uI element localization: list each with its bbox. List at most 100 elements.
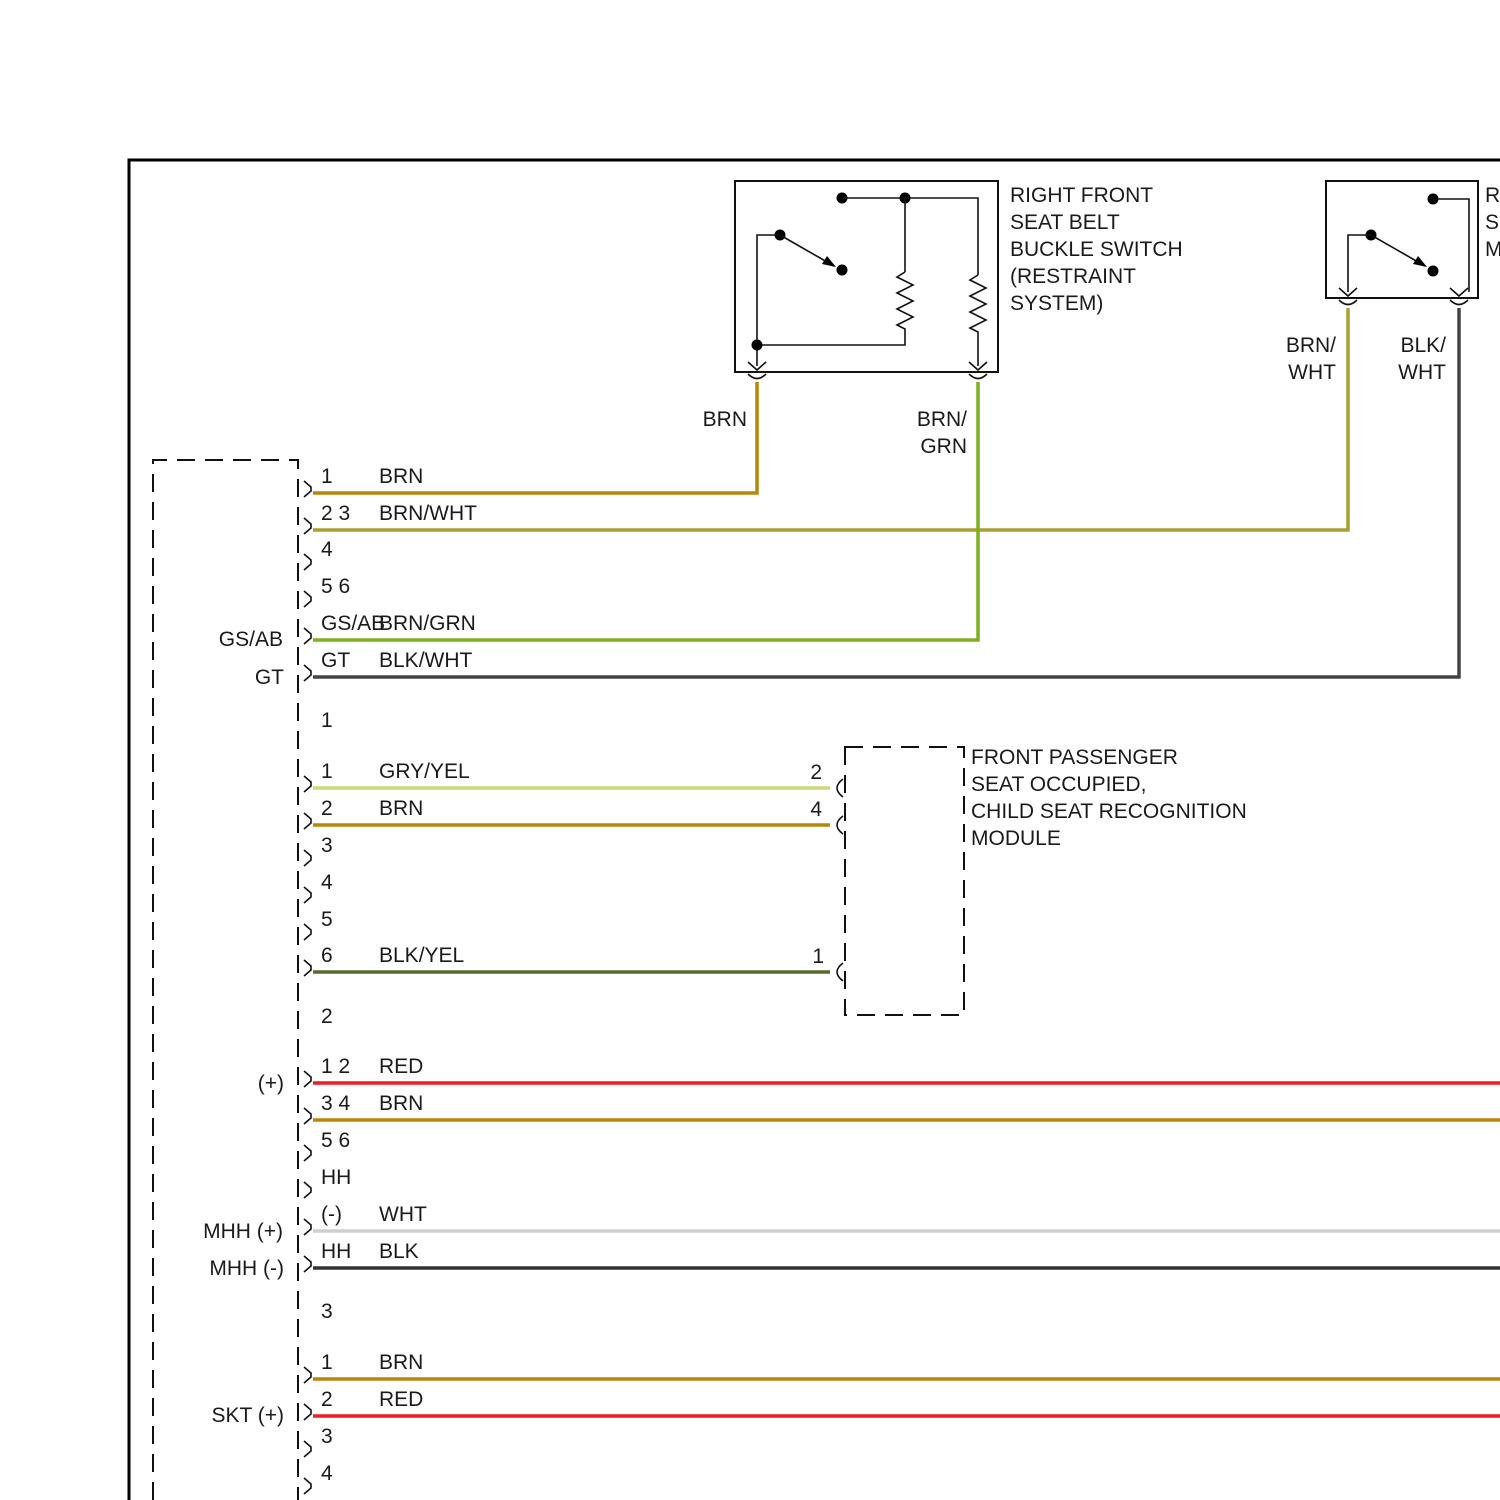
switch-bus: [842, 198, 978, 275]
terminal-cup-icon: [748, 374, 766, 379]
connector-side-labels: GS/AB GT (+) MHH (+) MHH (-) SKT (+): [203, 628, 284, 1427]
pin-label: HH: [321, 1166, 351, 1189]
connector-chevron-icon: [304, 887, 311, 903]
occupant-module-label-4: MODULE: [971, 827, 1061, 850]
connector-chevron-icon: [304, 776, 311, 792]
buckle-switch-label-4: (RESTRAINT: [1010, 265, 1136, 288]
wire-color-label: BLK: [379, 1240, 419, 1263]
pin-label: GS/AB: [321, 612, 385, 635]
connector-chevron-icon: [304, 1256, 311, 1272]
connector-chevron-icon: [304, 1404, 311, 1420]
connector-chevron-icon: [304, 1219, 311, 1235]
terminal-cup-icon: [969, 374, 987, 379]
terminal-cup-icon: [1450, 300, 1468, 305]
connector-chevron-icon: [304, 850, 311, 866]
wire-color-label: BRN: [379, 1092, 423, 1115]
occupant-module-label-3: CHILD SEAT RECOGNITION: [971, 800, 1247, 823]
switch-arrow-icon: [1413, 256, 1427, 267]
right-wire-blk-wht-label-1: BLK/: [1400, 334, 1446, 357]
connector-chevron-icon: [304, 554, 311, 570]
wire-color-label: BLK/WHT: [379, 649, 473, 672]
wires: [313, 308, 1500, 1416]
connector-chevron-icon: [304, 665, 311, 681]
control-module-outline: [153, 460, 298, 1500]
wire-brn-wht: [313, 308, 1348, 530]
connector-chevron-icon: [304, 628, 311, 644]
pin-label: 5 6: [321, 1129, 350, 1152]
module-pin-4: 4: [810, 798, 822, 821]
switch-contact: [752, 340, 763, 351]
occupant-module: 2 4 1 FRONT PASSENGER SEAT OCCUPIED, CHI…: [810, 746, 1246, 1015]
wire-color-label: BRN/WHT: [379, 502, 477, 525]
buckle-switch-label-2: SEAT BELT: [1010, 211, 1120, 234]
connector-chevron-icon: [304, 813, 311, 829]
occupant-module-label-2: SEAT OCCUPIED,: [971, 773, 1146, 796]
pin-label: (-): [321, 1203, 342, 1226]
switch-lead: [1433, 199, 1469, 292]
terminal-cup-icon: [1339, 300, 1357, 305]
pin-label: 1: [321, 465, 333, 488]
buckle-switch-label-5: SYSTEM): [1010, 292, 1103, 315]
wire-color-label: GRY/YEL: [379, 760, 470, 783]
pin-label: HH: [321, 1240, 351, 1263]
occupant-module-label-1: FRONT PASSENGER: [971, 746, 1178, 769]
side-label-plus: (+): [258, 1072, 284, 1095]
connector-chevron-icon: [304, 924, 311, 940]
wire-color-label: RED: [379, 1055, 423, 1078]
pin-label: 5: [321, 908, 333, 931]
side-label-mhh-minus: MHH (-): [209, 1257, 284, 1280]
switch-contact: [837, 265, 848, 276]
switch-contact: [1428, 266, 1439, 277]
wire-color-label: RED: [379, 1388, 423, 1411]
side-label-gt: GT: [255, 666, 284, 689]
side-label-skt-plus: SKT (+): [211, 1404, 284, 1427]
connector-chevron-icon: [304, 481, 311, 497]
right-wire-brn-wht-label-1: BRN/: [1286, 334, 1336, 357]
right-module-label-1: R: [1485, 184, 1500, 207]
buckle-switch-label-1: RIGHT FRONT: [1010, 184, 1153, 207]
pin-label: 3: [321, 1300, 333, 1323]
terminal-arrow-icon: [1450, 288, 1468, 296]
pin-label: 6: [321, 944, 333, 967]
module-terminal-icon: [837, 963, 843, 981]
resistor-icon: [970, 275, 986, 366]
switch-arrow-icon: [822, 256, 836, 267]
module-pin-2: 2: [810, 761, 822, 784]
connector-chevron-icon: [304, 1182, 311, 1198]
connector-chevron-icon: [304, 1108, 311, 1124]
wire-color-label: BRN: [379, 1351, 423, 1374]
pin-label: 4: [321, 871, 333, 894]
wire-color-label: WHT: [379, 1203, 427, 1226]
connector-chevron-icon: [304, 1441, 311, 1457]
pin-label: 4: [321, 1462, 333, 1485]
buckle-wire-brn-label: BRN: [703, 408, 747, 431]
pin-label: 3: [321, 1425, 333, 1448]
wire-color-label: BLK/YEL: [379, 944, 464, 967]
buckle-switch-label-3: BUCKLE SWITCH: [1010, 238, 1183, 261]
pin-label: 1: [321, 709, 333, 732]
pin-label: 3 4: [321, 1092, 351, 1115]
pin-label: 2: [321, 1388, 333, 1411]
connector-chevron-icon: [304, 1478, 311, 1494]
buckle-switch-box: [735, 181, 998, 372]
pin-label: 2 3: [321, 502, 350, 525]
right-wire-brn-wht-label-2: WHT: [1288, 361, 1336, 384]
pin-label: 1: [321, 760, 333, 783]
connector-chevron-icon: [304, 1145, 311, 1161]
buckle-wire-brn-grn-label-2: GRN: [920, 435, 967, 458]
buckle-switch: RIGHT FRONT SEAT BELT BUCKLE SWITCH (RES…: [703, 181, 1183, 458]
connector-chevron-icon: [304, 518, 311, 534]
side-label-gs-ab: GS/AB: [219, 628, 283, 651]
connector-chevron-icon: [304, 960, 311, 976]
right-module-label-3: M: [1485, 238, 1500, 261]
right-module-label-2: S: [1485, 211, 1499, 234]
pin-label: 5 6: [321, 575, 350, 598]
right-switch-module: R S M BRN/ WHT BLK/ WHT: [1286, 181, 1500, 384]
occupant-module-outline: [845, 747, 964, 1015]
wire-color-label: BRN/GRN: [379, 612, 476, 635]
module-terminal-icon: [837, 779, 843, 797]
pin-label: 1 2: [321, 1055, 350, 1078]
pin-label: GT: [321, 649, 350, 672]
